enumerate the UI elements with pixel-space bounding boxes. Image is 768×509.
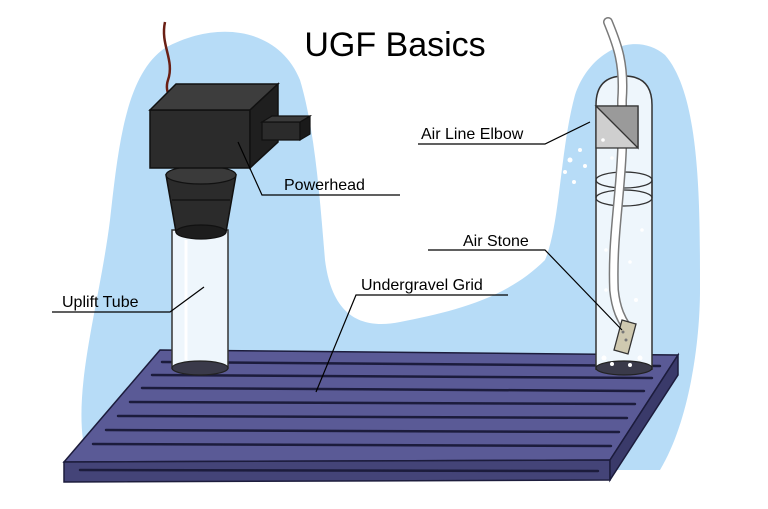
undergravel-grid-leader (315, 294, 508, 393)
air-line-elbow (594, 105, 639, 150)
air-stone (613, 319, 637, 355)
uplift-tube-label: Uplift Tube (62, 294, 139, 311)
powerhead-label: Powerhead (284, 177, 365, 194)
diagram-title: UGF Basics (304, 26, 485, 64)
powerhead-leader (237, 141, 400, 196)
air-line-elbow-leader (418, 121, 591, 145)
powerhead (148, 82, 313, 240)
air-line-tubing-inner (604, 18, 630, 330)
air-stone-leader (428, 249, 623, 331)
air-stone-label: Air Stone (463, 233, 529, 250)
undergravel-grid (62, 349, 680, 483)
grid-slots (78, 360, 662, 473)
bubbles (547, 138, 644, 367)
uplift-tube (171, 229, 229, 376)
uplift-tube-leader (52, 286, 205, 313)
air-line-elbow-label: Air Line Elbow (421, 126, 524, 143)
undergravel-grid-label: Undergravel Grid (361, 277, 483, 294)
